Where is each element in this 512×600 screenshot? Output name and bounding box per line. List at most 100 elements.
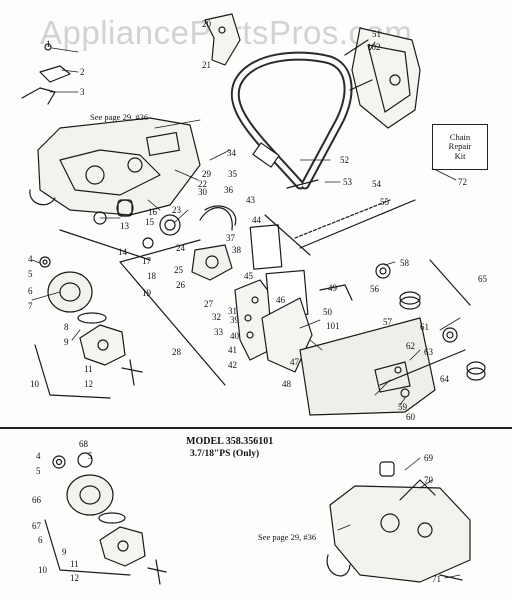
part-callout-45: 45 (244, 271, 253, 281)
part-callout-63: 63 (424, 347, 433, 357)
part-callout-67: 67 (32, 521, 41, 531)
clutch-parts-drawing (34, 256, 143, 399)
right-side-parts-drawing (375, 259, 486, 398)
part-callout-8: 8 (64, 322, 69, 332)
part-callout-41: 41 (228, 345, 237, 355)
part-callout-39: 39 (230, 315, 239, 325)
see-page-note-top: See page 29, #36 (90, 112, 149, 122)
part-callout-12-lower: 12 (70, 573, 79, 583)
part-callout-66: 66 (32, 495, 41, 505)
part-callout-4-lower: 4 (36, 451, 41, 461)
part-callout-58: 58 (400, 258, 409, 268)
part-callout-23: 23 (172, 205, 181, 215)
part-callout-31: 31 (228, 306, 237, 316)
chain-and-cable-drawing (264, 199, 416, 256)
part-callout-6: 6 (28, 286, 33, 296)
part-callout-27: 27 (204, 299, 213, 309)
part-callout-49: 49 (328, 283, 337, 293)
bottom-assembly-drawing (326, 461, 471, 583)
part-callout-10-lower: 10 (38, 565, 47, 575)
part-callout-72: 72 (458, 177, 467, 187)
part-callout-71: 71 (432, 574, 441, 584)
part-callout-53: 53 (343, 177, 352, 187)
part-callout-30: 30 (198, 187, 207, 197)
part-callout-52: 52 (340, 155, 349, 165)
model-title: MODEL 358.356101 (186, 436, 274, 447)
part-callout-18: 18 (147, 271, 156, 281)
part-callout-9-lower: 9 (62, 547, 67, 557)
air-filter-housing-drawing (344, 27, 421, 129)
part-callout-44: 44 (252, 215, 261, 225)
part-callout-19: 19 (142, 288, 151, 298)
part-callout-40: 40 (230, 331, 239, 341)
part-callout-5-lower-b: 5 (88, 451, 93, 461)
part-callout-21: 21 (202, 60, 211, 70)
crankcase-main-drawing (29, 117, 201, 216)
part-callout-10: 10 (30, 379, 39, 389)
part-callout-69: 69 (424, 453, 433, 463)
part-callout-26: 26 (176, 280, 185, 290)
part-callout-46: 46 (276, 295, 285, 305)
section-divider (0, 427, 512, 429)
part-callout-47: 47 (290, 357, 299, 367)
part-callout-35: 35 (228, 169, 237, 179)
part-callout-42: 42 (228, 360, 237, 370)
see-page-note-bottom: See page 29, #36 (258, 532, 317, 542)
part-callout-2: 2 (80, 67, 85, 77)
part-callout-36: 36 (224, 185, 233, 195)
part-callout-11-lower: 11 (70, 559, 79, 569)
part-callout-57: 57 (383, 317, 392, 327)
part-callout-43: 43 (246, 195, 255, 205)
part-callout-33: 33 (214, 327, 223, 337)
part-callout-3: 3 (80, 87, 85, 97)
guide-bar-drawing (299, 317, 436, 416)
handle-bar-drawing (230, 51, 353, 190)
part-callout-7: 7 (28, 301, 33, 311)
part-callout-9: 9 (64, 337, 69, 347)
kit-line-1: Chain (449, 131, 471, 142)
part-callout-22: 22 (198, 179, 207, 189)
part-callout-15: 15 (145, 217, 154, 227)
part-callout-50: 50 (323, 307, 332, 317)
part-callout-62: 62 (406, 341, 415, 351)
part-callout-5: 5 (28, 269, 33, 279)
part-callout-55: 55 (380, 197, 389, 207)
part-callout-13: 13 (120, 221, 129, 231)
part-callout-102: 102 (367, 42, 381, 52)
part-callout-28: 28 (172, 347, 181, 357)
bracket-drawing (204, 13, 241, 66)
part-callout-68: 68 (79, 439, 88, 449)
chain-repair-kit-box: Chain Repair Kit (432, 124, 488, 170)
model-subtitle: 3.7/18"PS (Only) (190, 449, 260, 459)
part-callout-25: 25 (174, 265, 183, 275)
part-callout-29: 29 (202, 169, 211, 179)
part-callout-5-lower: 5 (36, 466, 41, 476)
part-callout-56: 56 (370, 284, 379, 294)
guide-plates-drawing (249, 224, 353, 373)
kit-line-2: Repair (448, 141, 472, 152)
part-callout-6-lower: 6 (38, 535, 43, 545)
part-callout-11: 11 (84, 364, 93, 374)
bottom-clutch-drawing (44, 452, 167, 585)
part-callout-20: 20 (202, 19, 211, 29)
part-callout-37: 37 (226, 233, 235, 243)
part-callout-16: 16 (148, 207, 157, 217)
small-parts-top-left (21, 43, 71, 105)
part-callout-34: 34 (227, 148, 236, 158)
part-callout-60: 60 (406, 412, 415, 422)
part-callout-101: 101 (326, 321, 340, 331)
part-callout-70: 70 (424, 475, 433, 485)
part-callout-17: 17 (142, 256, 151, 266)
part-callout-24: 24 (176, 243, 185, 253)
part-callout-51: 51 (372, 29, 381, 39)
part-callout-61: 61 (420, 322, 429, 332)
part-callout-64: 64 (440, 374, 449, 384)
part-callout-65: 65 (478, 274, 487, 284)
part-callout-38: 38 (232, 245, 241, 255)
part-callout-32: 32 (212, 312, 221, 322)
part-callout-59: 59 (398, 402, 407, 412)
part-callout-12: 12 (84, 379, 93, 389)
part-callout-54: 54 (372, 179, 381, 189)
